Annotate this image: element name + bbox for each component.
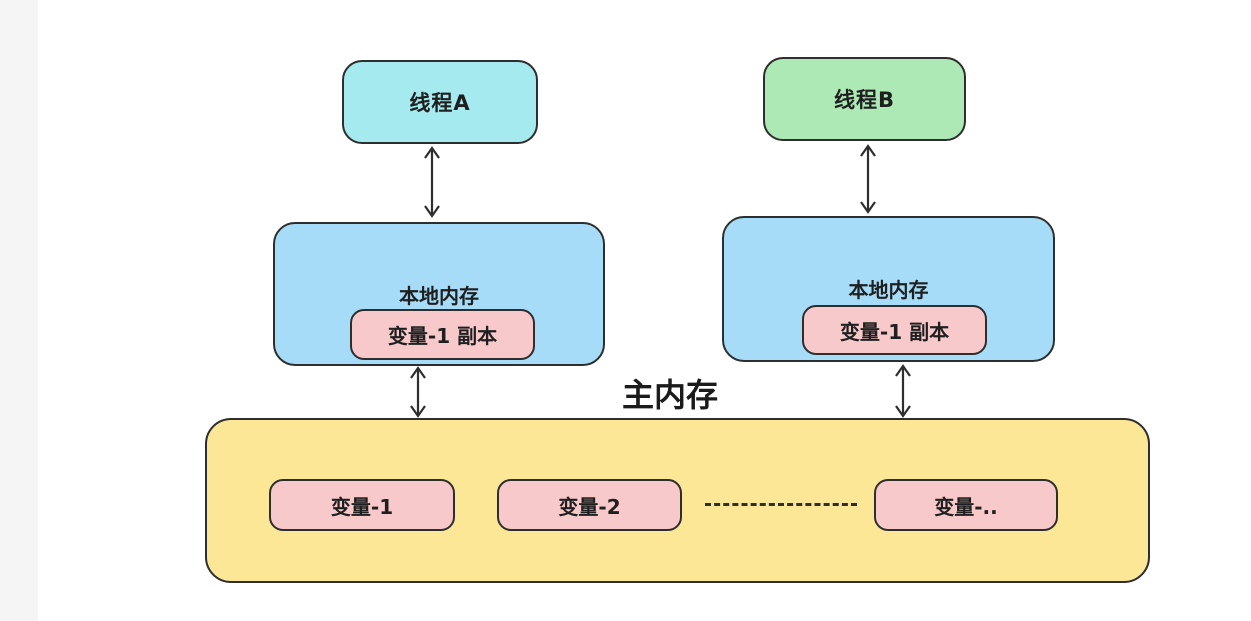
main-variable-2-box: 变量-2 <box>497 479 682 531</box>
thread-b-label: 线程B <box>833 88 895 112</box>
variable-copy-b-label: 变量-1 副本 <box>839 319 950 344</box>
thread-a-label: 线程A <box>409 91 471 115</box>
local-memory-b-label: 本地内存 <box>848 278 929 302</box>
double-arrow-thread-a-local-memory-a-icon <box>424 146 440 218</box>
variable-copy-b-box: 变量-1 副本 <box>802 305 987 355</box>
local-memory-a-box: 本地内存 变量-1 副本 <box>273 222 605 366</box>
main-memory-title: 主内存 <box>621 376 718 414</box>
main-variable-n-label: 变量-.. <box>934 494 998 519</box>
variable-copy-a-box: 变量-1 副本 <box>350 309 535 360</box>
page-left-gutter <box>0 0 38 621</box>
double-arrow-thread-b-local-memory-b-icon <box>860 144 876 214</box>
variable-copy-a-label: 变量-1 副本 <box>387 324 498 348</box>
thread-a-box: 线程A <box>342 60 538 144</box>
double-arrow-local-memory-b-main-memory-icon <box>895 364 911 418</box>
main-variable-1-box: 变量-1 <box>269 479 455 531</box>
thread-b-box: 线程B <box>763 57 966 141</box>
main-variable-2-label: 变量-2 <box>558 494 621 519</box>
main-memory-box: 变量-1 变量-2 变量-.. <box>205 418 1150 583</box>
ellipsis-dashed-line <box>705 503 857 506</box>
local-memory-a-label: 本地内存 <box>399 284 479 308</box>
double-arrow-local-memory-a-main-memory-icon <box>410 366 426 418</box>
main-variable-1-label: 变量-1 <box>330 494 394 519</box>
main-variable-n-box: 变量-.. <box>874 479 1058 531</box>
local-memory-b-box: 本地内存 变量-1 副本 <box>722 216 1055 362</box>
